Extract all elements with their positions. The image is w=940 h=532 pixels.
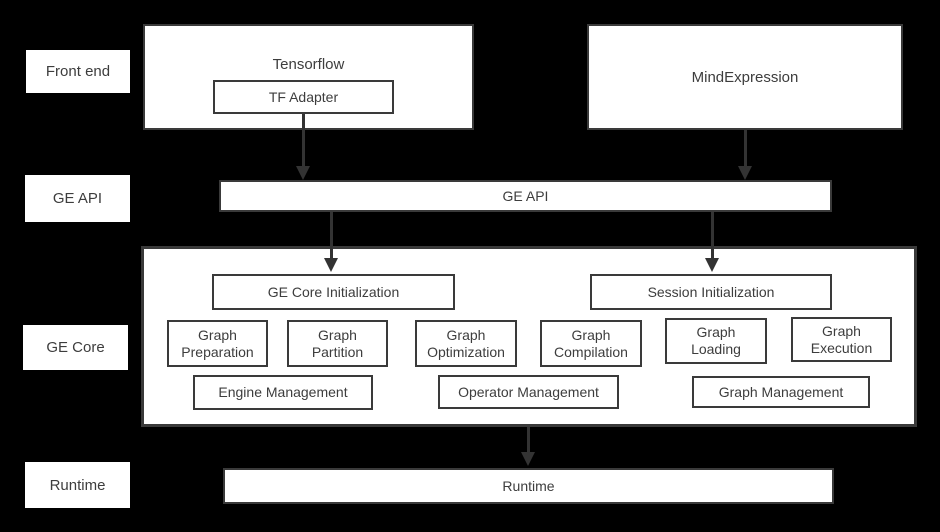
node-operator-management: Operator Management [438, 375, 619, 409]
node-graph-execution: Graph Execution [791, 317, 892, 362]
node-graph-optimization: Graph Optimization [415, 320, 517, 367]
node-graph-loading: Graph Loading [665, 318, 767, 364]
node-engine-management: Engine Management [193, 375, 373, 410]
arrow-head-icon [705, 258, 719, 272]
arrow-head-icon [738, 166, 752, 180]
arrow-ge-core-to-runtime [521, 427, 535, 466]
layer-label-front-end: Front end [26, 50, 130, 93]
arrow-stem [710, 212, 714, 258]
arrow-stem [301, 114, 305, 166]
node-tf-adapter: TF Adapter [213, 80, 394, 114]
arrow-ge-api-to-ge-core-initialization [324, 212, 338, 272]
arrow-head-icon [324, 258, 338, 272]
node-tensorflow-label: Tensorflow [272, 56, 345, 73]
container-ge-core: GE Core Initialization Session Initializ… [141, 246, 917, 427]
layer-label-ge-core: GE Core [23, 325, 128, 370]
node-graph-management: Graph Management [692, 376, 870, 408]
arrow-head-icon [296, 166, 310, 180]
arrow-mindexpression-to-ge-api [738, 130, 752, 180]
node-ge-api: GE API [219, 180, 832, 212]
node-graph-compilation: Graph Compilation [540, 320, 642, 367]
node-session-initialization: Session Initialization [590, 274, 832, 310]
arrow-tf-adapter-to-ge-api [296, 114, 310, 180]
arrow-head-icon [521, 452, 535, 466]
arrow-stem [329, 212, 333, 258]
node-ge-core-initialization: GE Core Initialization [212, 274, 455, 310]
node-graph-partition: Graph Partition [287, 320, 388, 367]
node-mindexpression: MindExpression [587, 24, 903, 130]
arrow-stem [526, 427, 530, 452]
arrow-stem [743, 130, 747, 166]
layer-label-runtime: Runtime [25, 462, 130, 508]
arrow-ge-api-to-session-initialization [705, 212, 719, 272]
layer-label-ge-api: GE API [25, 175, 130, 222]
node-graph-preparation: Graph Preparation [167, 320, 268, 367]
node-runtime: Runtime [223, 468, 834, 504]
